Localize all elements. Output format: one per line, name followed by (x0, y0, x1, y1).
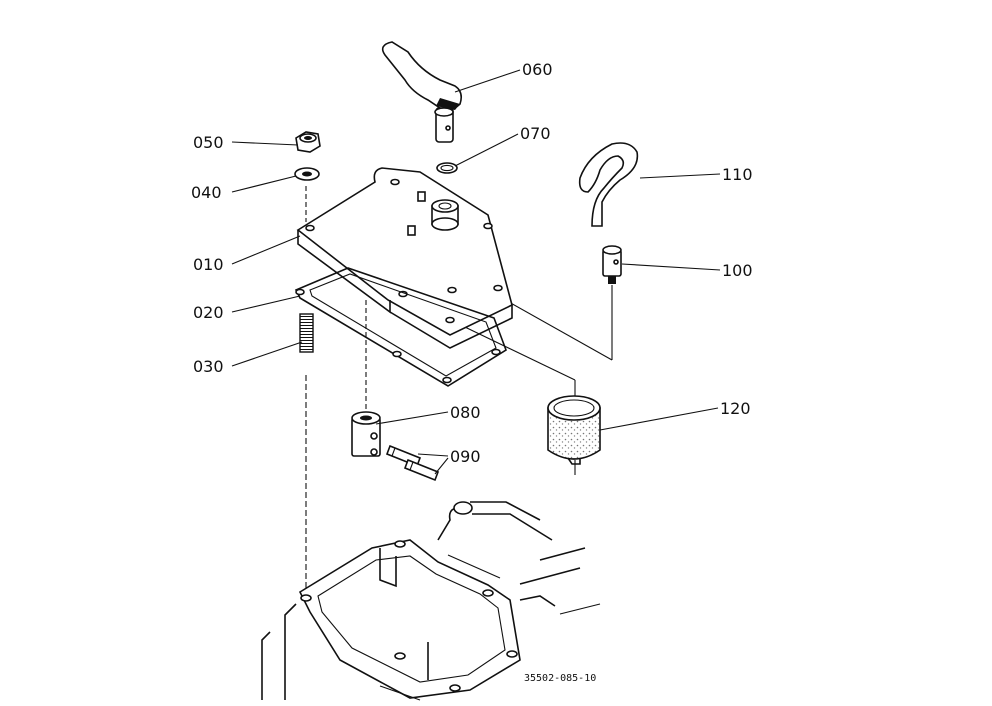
lever-part-060 (381, 41, 462, 143)
sleeve-part-080 (351, 411, 381, 457)
label-110: 110 (722, 165, 753, 184)
label-020: 020 (193, 303, 224, 322)
label-060: 060 (522, 60, 553, 79)
cup-part-120 (547, 395, 601, 465)
label-070: 070 (520, 124, 551, 143)
leader-lines (231, 69, 721, 475)
label-080: 080 (450, 403, 481, 422)
housing-case (261, 501, 601, 701)
label-010: 010 (193, 255, 224, 274)
label-090: 090 (450, 447, 481, 466)
pins-part-090 (385, 444, 440, 482)
label-040: 040 (191, 183, 222, 202)
gasket-part-020 (294, 267, 507, 387)
label-120: 120 (720, 399, 751, 418)
label-030: 030 (193, 357, 224, 376)
nut-part-050 (295, 131, 321, 153)
stud-part-030 (299, 313, 314, 353)
drawing-code: 35502-085-10 (524, 673, 596, 684)
o-ring-part-070 (436, 162, 458, 174)
hook-part-110 (578, 142, 639, 227)
cover-plate-part-010 (296, 167, 513, 349)
washer-part-040 (294, 167, 320, 181)
label-100: 100 (722, 261, 753, 280)
part-labels: 060 070 050 040 110 010 100 020 030 080 … (191, 60, 753, 466)
label-050: 050 (193, 133, 224, 152)
fitting-part-100 (602, 245, 622, 284)
